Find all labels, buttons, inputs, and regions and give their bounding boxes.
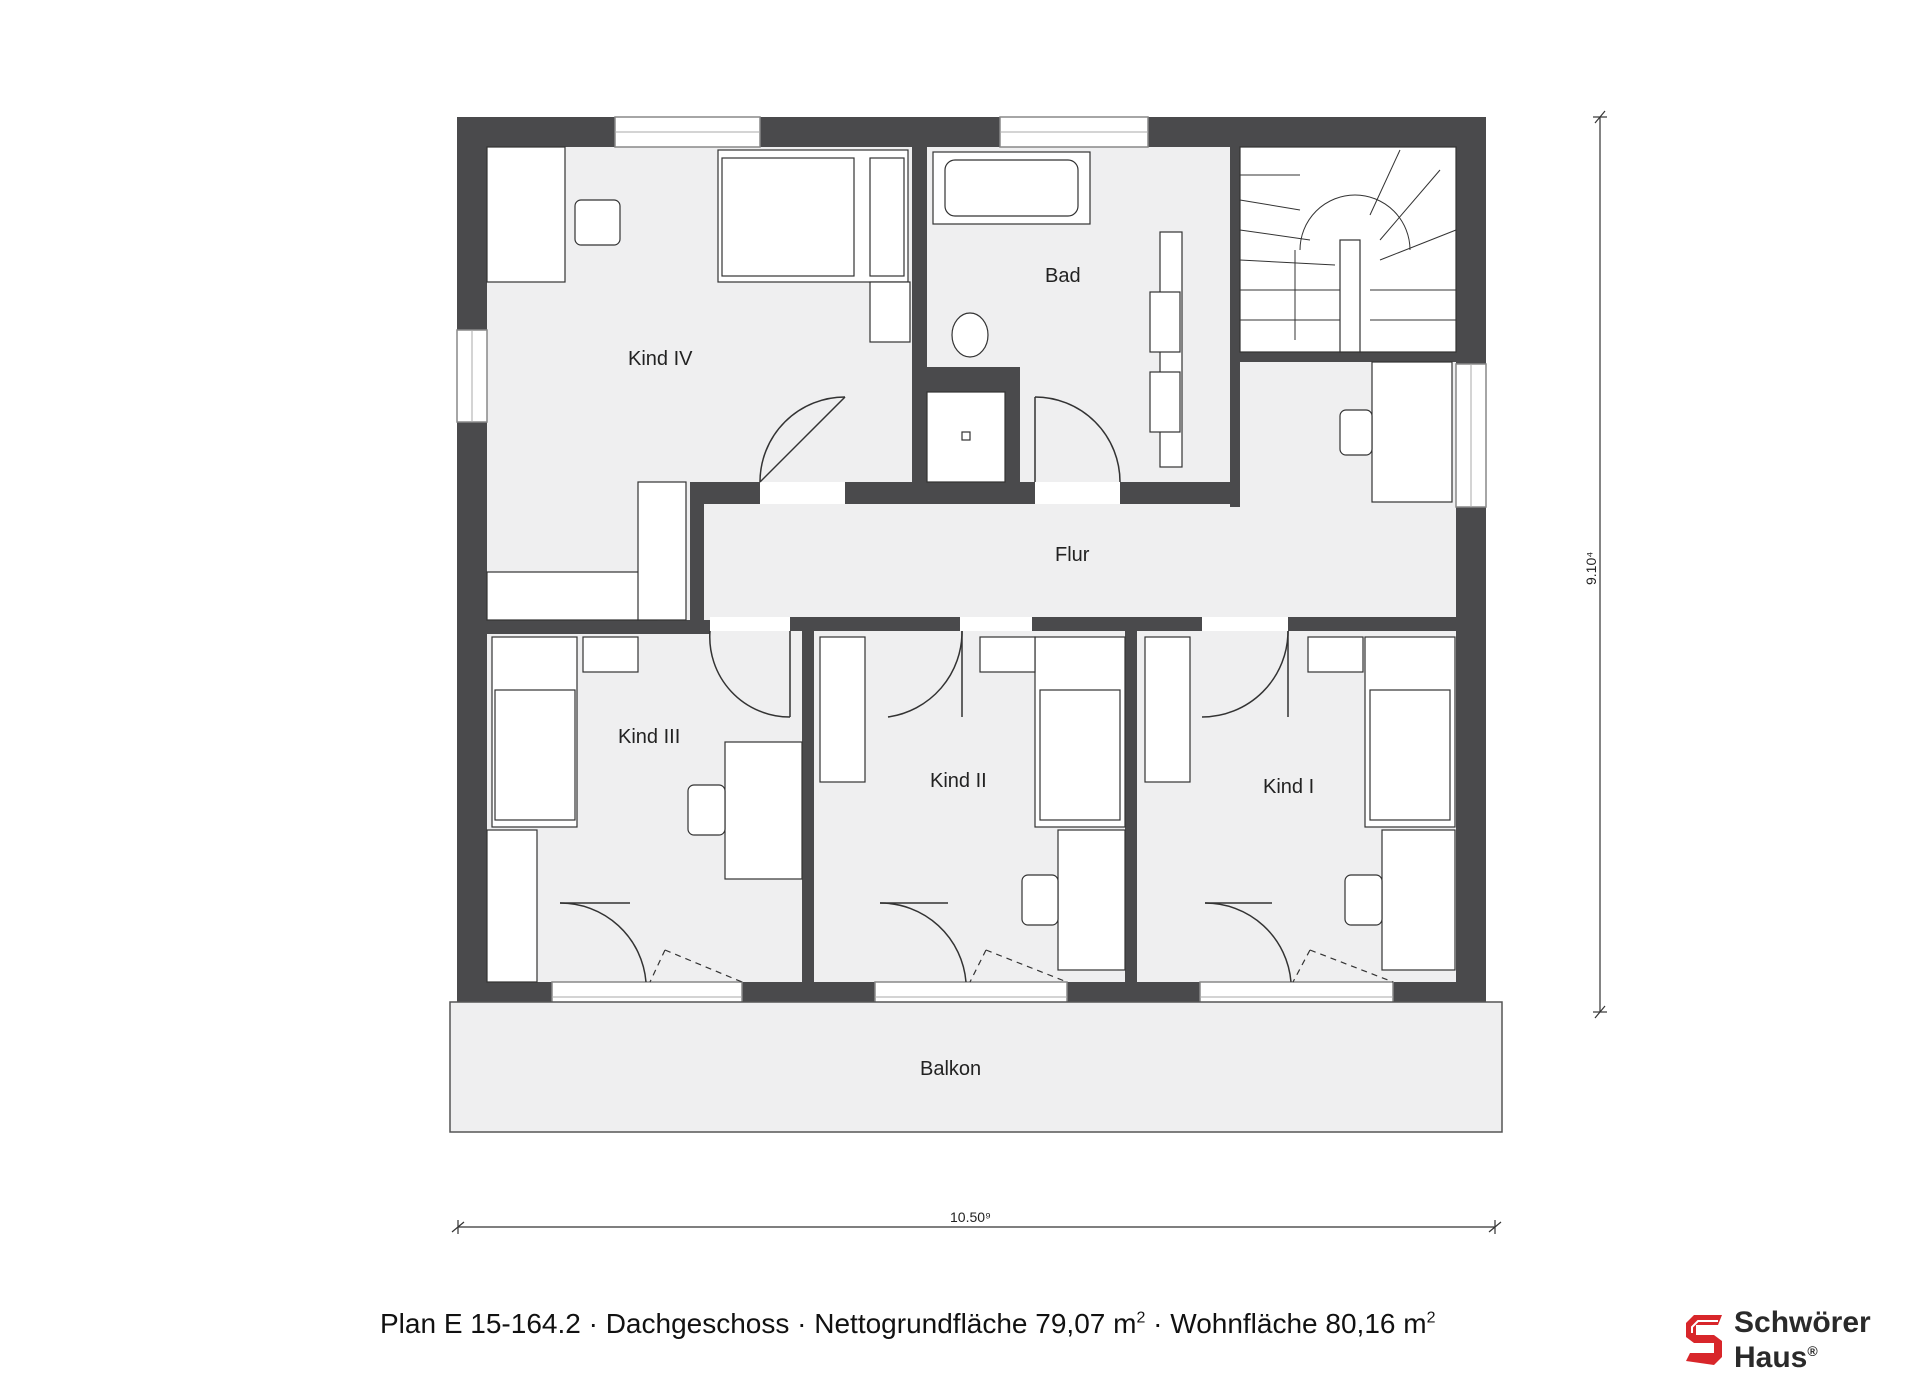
- interior-walls: [470, 147, 1458, 982]
- height-dimension: [1593, 110, 1607, 1019]
- logo-line2: Haus: [1734, 1340, 1808, 1374]
- balcony: [449, 1001, 1503, 1133]
- room-label-kind3: Kind III: [618, 726, 680, 748]
- width-dimension-label: 10.50⁹: [950, 1209, 991, 1225]
- logo-registered: ®: [1807, 1342, 1818, 1359]
- room-label-kind4: Kind IV: [628, 348, 693, 370]
- logo-line1: Schwörer: [1734, 1305, 1871, 1339]
- living-area: Wohnfläche 80,16 m: [1170, 1308, 1427, 1339]
- exterior-walls: [457, 117, 1486, 1012]
- room-label-bad: Bad: [1045, 265, 1081, 287]
- room-label-balkon: Balkon: [920, 1058, 981, 1080]
- furniture: [486, 146, 1457, 983]
- net-area: Nettogrundfläche 79,07 m: [814, 1308, 1137, 1339]
- width-dimension: [451, 1220, 1502, 1234]
- height-dimension-label: 9.10⁴: [1583, 552, 1599, 585]
- schwoerer-haus-logo: Schwörer Haus®: [1682, 1305, 1871, 1372]
- plan-caption: Plan E 15-164.2 · Dachgeschoss · Nettogr…: [380, 1308, 1436, 1339]
- doors: [559, 396, 1292, 983]
- room-label-kind2: Kind II: [930, 770, 987, 792]
- room-label-flur: Flur: [1055, 544, 1090, 566]
- plan-number: Plan E 15-164.2: [380, 1308, 581, 1339]
- logo-s-icon: [1686, 1315, 1722, 1365]
- floor-name: Dachgeschoss: [605, 1308, 790, 1339]
- room-label-kind1: Kind I: [1263, 776, 1314, 798]
